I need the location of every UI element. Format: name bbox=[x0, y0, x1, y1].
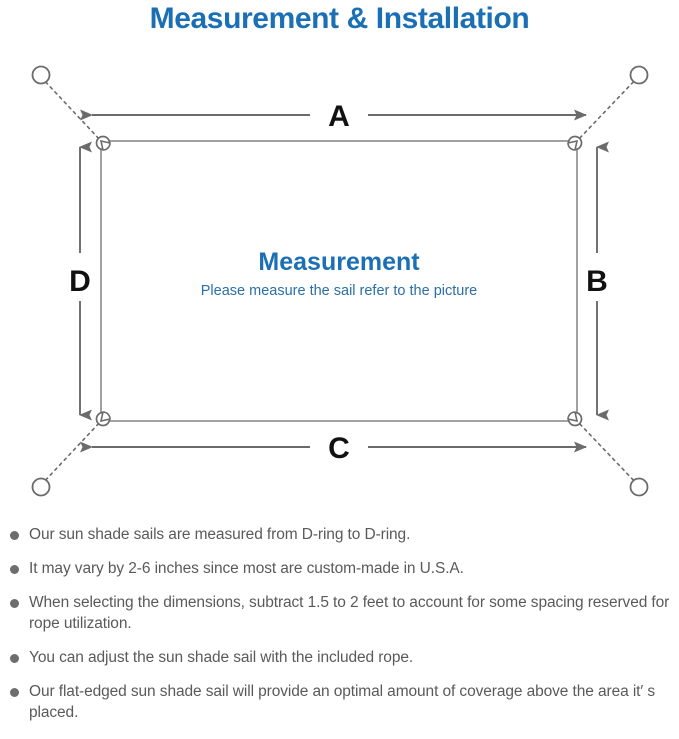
anchor-rings bbox=[31, 65, 649, 497]
list-item-text: It may vary by 2-6 inches since most are… bbox=[29, 560, 464, 577]
d-ring-tab-bottom-left bbox=[99, 411, 111, 423]
list-item-text: Our flat-edged sun shade sail will provi… bbox=[29, 683, 656, 721]
anchor-ring-bottom-right bbox=[629, 477, 649, 497]
list-item: Our sun shade sails are measured from D-… bbox=[10, 524, 675, 545]
anchor-ring-top-right bbox=[629, 65, 649, 85]
list-item-text: You can adjust the sun shade sail with t… bbox=[29, 649, 414, 666]
list-item: It may vary by 2-6 inches since most are… bbox=[10, 558, 675, 579]
rope-bottom-left bbox=[40, 420, 102, 486]
rope-lines bbox=[40, 76, 639, 486]
list-item-text: Our sun shade sails are measured from D-… bbox=[29, 526, 411, 543]
bullet-dot-icon bbox=[10, 654, 19, 663]
list-item: Our flat-edged sun shade sail will provi… bbox=[10, 681, 675, 723]
bullet-dot-icon bbox=[10, 599, 19, 608]
dimension-label-d: D bbox=[69, 265, 91, 298]
rope-top-right bbox=[576, 76, 639, 142]
sail-rectangle bbox=[100, 140, 578, 422]
sail-measurement-diagram: A C D B Measurement Please measure the s… bbox=[0, 48, 679, 518]
notes-list: Our sun shade sails are measured from D-… bbox=[10, 524, 675, 736]
list-item: You can adjust the sun shade sail with t… bbox=[10, 647, 675, 668]
rope-top-left bbox=[40, 76, 102, 142]
anchor-ring-top-left bbox=[31, 65, 51, 85]
d-ring-tab-bottom-right bbox=[567, 411, 579, 423]
d-ring-tabs bbox=[99, 139, 579, 423]
bullet-dot-icon bbox=[10, 565, 19, 574]
diagram-center-heading: Measurement bbox=[258, 248, 420, 276]
bullet-dot-icon bbox=[10, 688, 19, 697]
dimension-label-b: B bbox=[586, 265, 608, 298]
d-ring-tab-top-left bbox=[99, 139, 111, 151]
rope-bottom-right bbox=[576, 420, 639, 486]
bullet-dot-icon bbox=[10, 531, 19, 540]
d-ring-tab-top-right bbox=[567, 139, 579, 151]
page-title: Measurement & Installation bbox=[149, 2, 530, 35]
anchor-ring-bottom-left bbox=[31, 477, 51, 497]
list-item-text: When selecting the dimensions, subtract … bbox=[29, 594, 670, 632]
dimension-label-c: C bbox=[328, 432, 350, 465]
diagram-center-subtitle: Please measure the sail refer to the pic… bbox=[201, 283, 477, 299]
dimension-label-a: A bbox=[328, 100, 350, 133]
list-item: When selecting the dimensions, subtract … bbox=[10, 592, 675, 634]
